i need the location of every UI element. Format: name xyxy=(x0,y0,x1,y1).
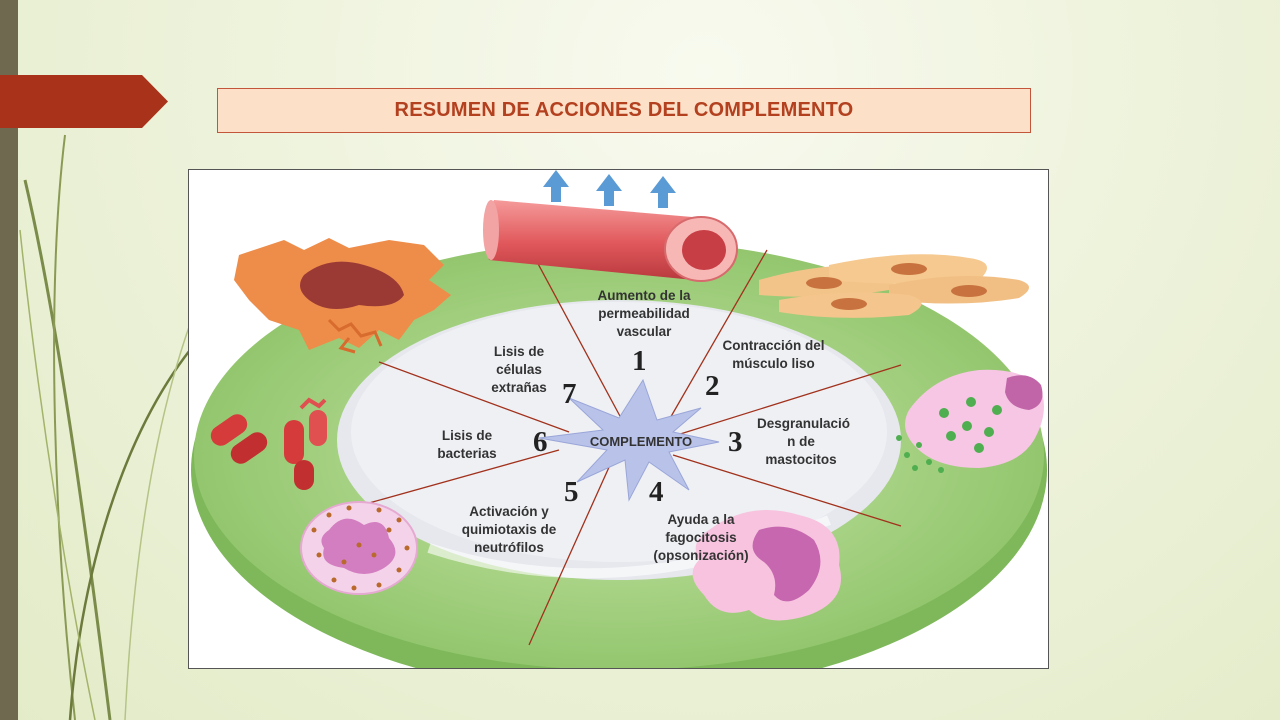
action-4-number: 4 xyxy=(649,476,664,508)
radial-lines xyxy=(368,246,902,646)
smooth-muscle-icon xyxy=(759,254,1029,318)
mast-cell-icon xyxy=(896,369,1044,473)
action-7-label: Lisis de células extrañas xyxy=(491,344,547,395)
action-5-number: 5 xyxy=(564,476,579,508)
left-decor-bar xyxy=(0,0,18,720)
macrophage-icon xyxy=(692,510,841,621)
slide-title: RESUMEN DE ACCIONES DEL COMPLEMENTO xyxy=(394,99,854,121)
action-1-number: 1 xyxy=(632,345,647,377)
complement-center-label: COMPLEMENTO xyxy=(589,434,693,449)
action-5-label: Activación y quimiotaxis de neutrófilos xyxy=(461,504,557,555)
action-2-label: Contracción del músculo liso xyxy=(722,338,825,371)
complement-diagram: Aumento de la permeabilidad vascular 1 C… xyxy=(188,169,1049,669)
action-4-label: Ayuda a la fagocitosis (opsonización) xyxy=(653,512,749,563)
arrow-up-icon xyxy=(543,170,676,208)
action-7-number: 7 xyxy=(562,378,577,410)
action-6-number: 6 xyxy=(533,426,548,458)
action-3-label: Desgranulació n de mastocitos xyxy=(757,416,851,467)
action-6-label: Lisis de bacterias xyxy=(437,428,497,461)
decorative-stems xyxy=(19,134,260,720)
action-1-label: Aumento de la permeabilidad vascular xyxy=(597,288,691,339)
title-ribbon-arrow xyxy=(0,75,168,128)
blood-vessel-icon xyxy=(483,200,738,282)
neutrophil-icon xyxy=(300,501,418,595)
foreign-cell-lysis-icon xyxy=(234,238,451,354)
diagram-graphics xyxy=(191,170,1047,668)
action-2-number: 2 xyxy=(705,370,720,402)
complement-star xyxy=(538,378,720,502)
action-3-number: 3 xyxy=(728,426,743,458)
bacteria-icon xyxy=(210,397,327,490)
title-box: RESUMEN DE ACCIONES DEL COMPLEMENTO xyxy=(217,88,1031,133)
